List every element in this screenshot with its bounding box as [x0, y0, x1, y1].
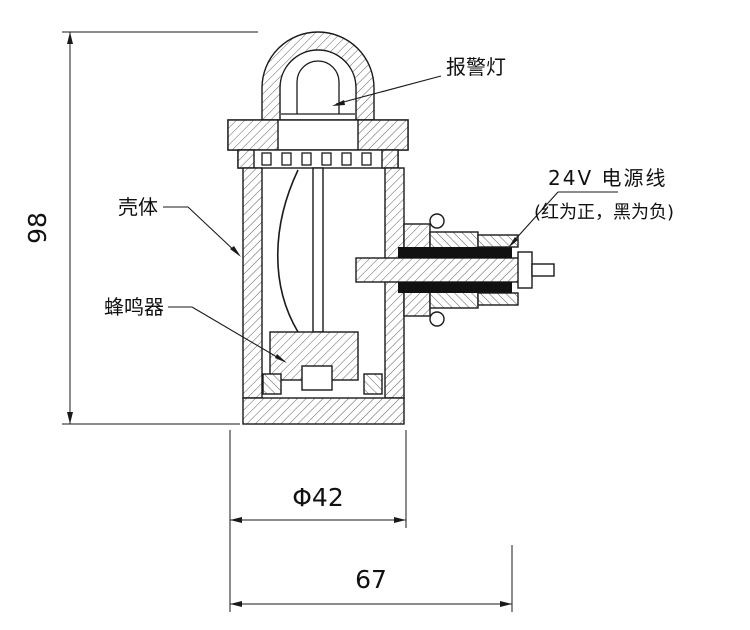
dimension-width: 67	[230, 545, 513, 612]
dim-arrow-right	[500, 601, 512, 607]
cable-gland-assembly	[355, 213, 555, 327]
leader-arrow	[230, 246, 241, 257]
dim-width-value: 67	[355, 565, 387, 594]
cable-seal-bottom	[398, 282, 512, 293]
dim-arrow-down	[67, 412, 73, 424]
cap-right-section	[357, 119, 409, 151]
label-alarm-light: 报警灯	[446, 55, 506, 79]
gland-end-cap	[517, 251, 533, 289]
alarm-device-section	[227, 31, 409, 425]
dim-diameter-value: Φ42	[292, 483, 344, 512]
dim-arrow-left	[230, 601, 242, 607]
leader-housing: 壳体	[118, 195, 241, 257]
gland-bump-top	[429, 213, 445, 229]
leader-alarm-light: 报警灯	[332, 55, 506, 106]
gland-bump-bottom	[429, 311, 445, 327]
leader-line	[335, 75, 442, 105]
terminal-block	[261, 152, 272, 166]
cable-seal-top	[398, 247, 512, 258]
terminal-block	[361, 152, 372, 166]
dim-arrow-up	[67, 32, 73, 44]
cap-left-section	[227, 119, 279, 151]
terminal-plate-left-seal	[237, 149, 255, 169]
cable-core	[355, 257, 525, 283]
leader-line	[511, 191, 559, 244]
label-power-cable: 24V 电源线	[548, 166, 668, 190]
label-buzzer: 蜂鸣器	[104, 295, 164, 319]
terminal-block	[341, 152, 352, 166]
dome-wall	[261, 31, 375, 121]
label-power-cable-note: (红为正，黑为负)	[534, 202, 674, 223]
housing-base	[242, 397, 405, 425]
gland-sleeve-bottom	[477, 292, 519, 306]
leader-arrow	[275, 354, 287, 363]
dim-height-value: 98	[23, 212, 52, 244]
terminal-block	[281, 152, 292, 166]
housing-left-wall	[242, 167, 263, 399]
leader-power-cable: 24V 电源线 (红为正，黑为负)	[508, 166, 674, 248]
leader-line	[187, 206, 239, 255]
leader-arrow	[332, 100, 345, 106]
leader-line	[191, 306, 283, 361]
lamp-bulb	[296, 60, 340, 114]
dim-arrow-right	[394, 517, 406, 523]
terminal-block	[321, 152, 332, 166]
terminal-plate-right-seal	[381, 149, 399, 169]
leader-arrow	[508, 237, 518, 248]
cable-stub	[531, 263, 555, 277]
buzzer-port	[301, 365, 333, 391]
seal-left	[262, 373, 282, 395]
internal-wire	[276, 169, 299, 333]
leader-buzzer: 蜂鸣器	[104, 295, 287, 363]
dim-arrow-left	[230, 517, 242, 523]
seal-right	[363, 373, 383, 395]
label-housing: 壳体	[118, 195, 158, 219]
gland-sleeve-top	[477, 234, 519, 248]
terminal-block	[301, 152, 312, 166]
lamp-stem	[312, 167, 324, 333]
dimension-height: 98	[23, 31, 258, 425]
dimension-diameter: Φ42	[229, 430, 407, 612]
